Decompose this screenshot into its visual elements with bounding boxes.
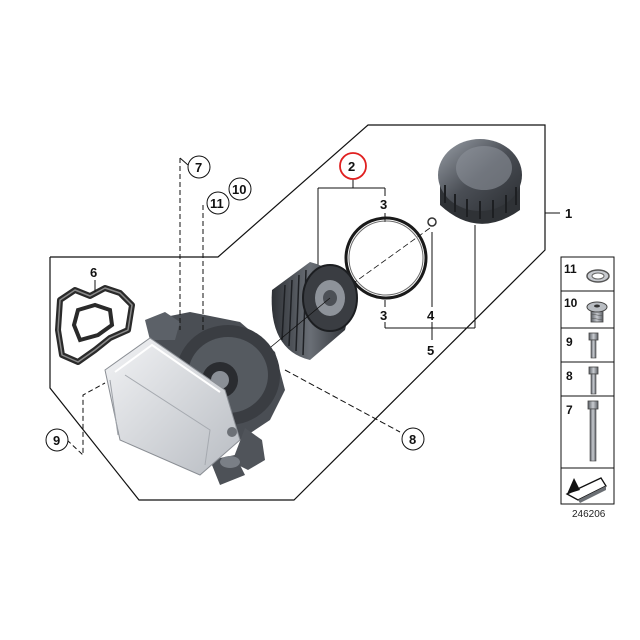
callout-8-circle: [401, 427, 425, 451]
side-item-10-label: 10: [564, 296, 578, 310]
oil-cooler: [104, 337, 241, 476]
document-number: 246206: [572, 509, 606, 520]
side-parts-panel: 11 10 9 8 7: [560, 256, 615, 505]
callout-2-bracket: [317, 178, 386, 265]
side-item-8-label: 8: [566, 369, 573, 383]
callout-3-bottom: 3: [380, 308, 387, 323]
bolt-long-icon: [587, 400, 599, 462]
bolt-short-icon: [588, 332, 599, 359]
callout-9-circle: [45, 428, 69, 452]
gasket: [55, 285, 135, 365]
callout-3-top: 3: [380, 197, 387, 212]
assembly-outline: [49, 124, 546, 501]
side-item-7-label: 7: [566, 403, 573, 417]
callout-2-highlight-circle: [339, 152, 367, 180]
callout-10-circle: [228, 177, 252, 201]
callout-7: 7: [195, 160, 202, 175]
direction-arrow-icon: [565, 477, 607, 503]
callout-11-circle: [206, 191, 230, 215]
callout-7-circle: [187, 155, 211, 179]
callout-11: 11: [210, 196, 224, 211]
callout-6: 6: [90, 265, 97, 280]
screw-plug-icon: [586, 301, 608, 323]
callout-8: 8: [409, 432, 416, 447]
side-item-11-label: 11: [564, 262, 577, 276]
small-o-ring: [427, 217, 437, 227]
large-o-ring: [344, 216, 428, 300]
callout-3-4-5-bracket: [384, 225, 476, 340]
callout-1: 1: [565, 206, 572, 221]
callout-10: 10: [232, 182, 246, 197]
side-item-9-label: 9: [566, 335, 573, 349]
oil-filter-cap: [438, 139, 522, 224]
callout-5: 5: [427, 343, 434, 358]
bolt-medium-icon: [588, 366, 599, 395]
callout-9: 9: [53, 433, 60, 448]
callout-4: 4: [427, 308, 435, 323]
callout-2: 2: [348, 159, 355, 174]
